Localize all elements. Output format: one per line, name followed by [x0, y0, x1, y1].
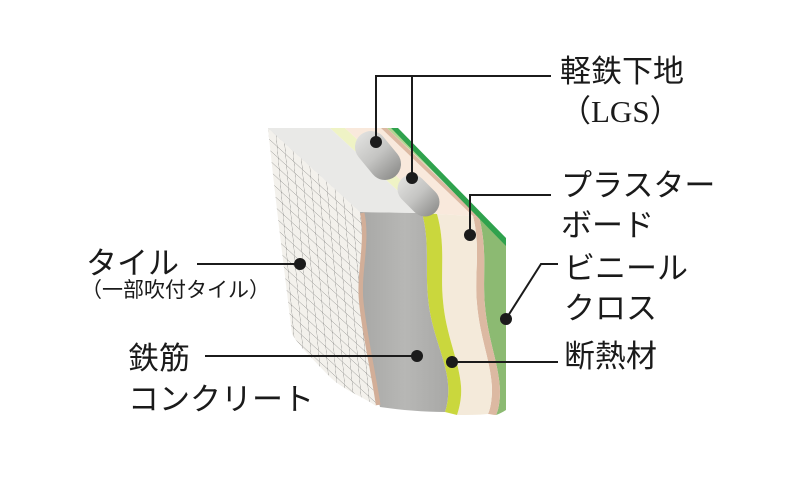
label-vinyl-cloth: ビニール クロス	[564, 249, 688, 329]
dot-concrete	[411, 350, 423, 362]
label-plasterboard: プラスター ボード	[561, 166, 715, 246]
concrete-cut	[358, 212, 449, 412]
label-concrete: 鉄筋 コンクリート	[128, 338, 314, 420]
dot-plasterboard	[464, 229, 476, 241]
leader-dots	[294, 136, 512, 368]
leader-lines	[197, 75, 558, 363]
label-lgs: 軽鉄下地 （LGS）	[560, 52, 684, 132]
leader-plasterboard	[469, 194, 551, 235]
label-vinyl-line2: クロス	[564, 291, 657, 326]
label-insulation-text: 断熱材	[564, 339, 657, 374]
leader-vinyl	[505, 263, 558, 320]
leader-lgs	[375, 75, 551, 178]
vinyl-top-edge	[391, 128, 506, 246]
label-tile-text: タイル	[86, 246, 179, 281]
dot-vinyl	[500, 313, 512, 325]
label-lgs-line2: （LGS）	[560, 94, 681, 129]
label-concrete-line1: 鉄筋	[128, 341, 190, 376]
tile-edge-line	[357, 212, 381, 406]
label-plasterboard-line2: ボード	[561, 208, 654, 243]
dot-insulation	[446, 356, 458, 368]
vinyl-cloth-face	[390, 130, 506, 415]
tile-grid	[268, 128, 376, 406]
dot-lgs-2	[406, 172, 418, 184]
label-tile-note-text: （一部吹付タイル）	[81, 278, 270, 302]
label-plasterboard-line1: プラスター	[561, 168, 716, 203]
label-vinyl-line1: ビニール	[564, 251, 688, 286]
lgs-stud-2	[397, 174, 440, 217]
label-concrete-line2: コンクリート	[128, 382, 314, 417]
concrete-top-face	[268, 128, 422, 213]
label-insulation: 断熱材	[564, 337, 657, 377]
label-lgs-line1: 軽鉄下地	[560, 54, 684, 89]
cavity-cut	[437, 214, 492, 415]
dot-lgs-1	[370, 136, 382, 148]
label-tile-note: （一部吹付タイル）	[81, 277, 270, 303]
label-tile: タイル	[86, 244, 179, 284]
plasterboard-top-strip	[381, 128, 479, 217]
plasterboard-cut	[473, 216, 500, 415]
lgs-stud-1	[355, 131, 401, 180]
dot-tile	[294, 258, 306, 270]
